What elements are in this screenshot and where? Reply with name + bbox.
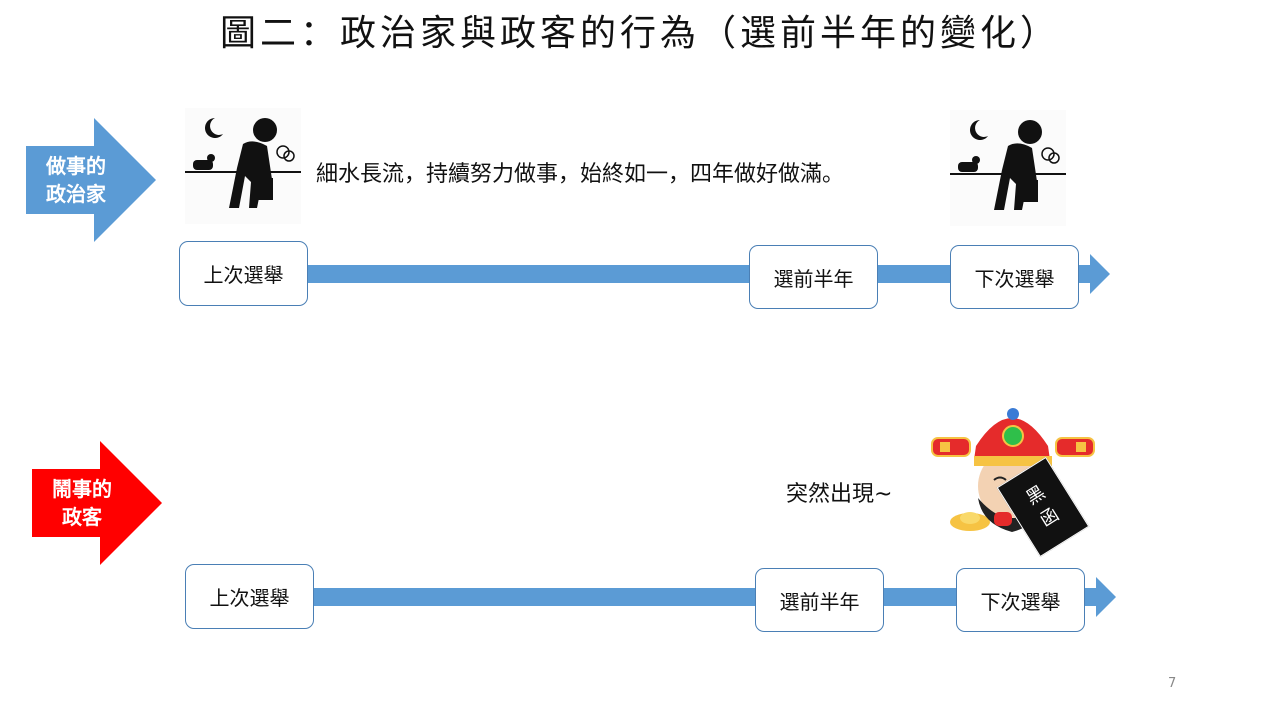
tired-worker-icon-right (950, 110, 1066, 226)
politician-label-line2: 政客 (62, 505, 102, 529)
statesman-next-election-box: 下次選舉 (950, 245, 1079, 309)
wealth-god-mascot-icon: 黑 函 (928, 402, 1098, 558)
right-arrow-shape (32, 441, 162, 565)
right-arrow-shape (26, 118, 156, 242)
statesman-label-line2: 政治家 (46, 182, 106, 206)
statesman-last-election-box: 上次選舉 (179, 241, 308, 306)
tired-worker-icon-left (185, 108, 301, 224)
statesman-label-line1: 做事的 (46, 154, 106, 178)
politician-label-line1: 鬧事的 (52, 477, 112, 501)
statesman-half-year-box: 選前半年 (749, 245, 878, 309)
politician-next-election-box: 下次選舉 (956, 568, 1085, 632)
politician-half-year-box: 選前半年 (755, 568, 884, 632)
statesman-timeline-bar (300, 265, 1092, 283)
statesman-label-arrow: 做事的 政治家 (26, 118, 158, 242)
politician-description: 突然出現~ (786, 482, 893, 507)
slide-title: 圖二：政治家與政客的行為（選前半年的變化） (219, 13, 1060, 54)
page-number: 7 (1168, 676, 1177, 691)
statesman-timeline-arrowhead (1090, 254, 1110, 294)
politician-timeline-arrowhead (1096, 577, 1116, 617)
politician-timeline-bar (306, 588, 1098, 606)
politician-label-arrow: 鬧事的 政客 (32, 441, 164, 565)
statesman-description: 細水長流，持續努力做事，始終如一，四年做好做滿。 (316, 162, 845, 187)
politician-last-election-box: 上次選舉 (185, 564, 314, 629)
